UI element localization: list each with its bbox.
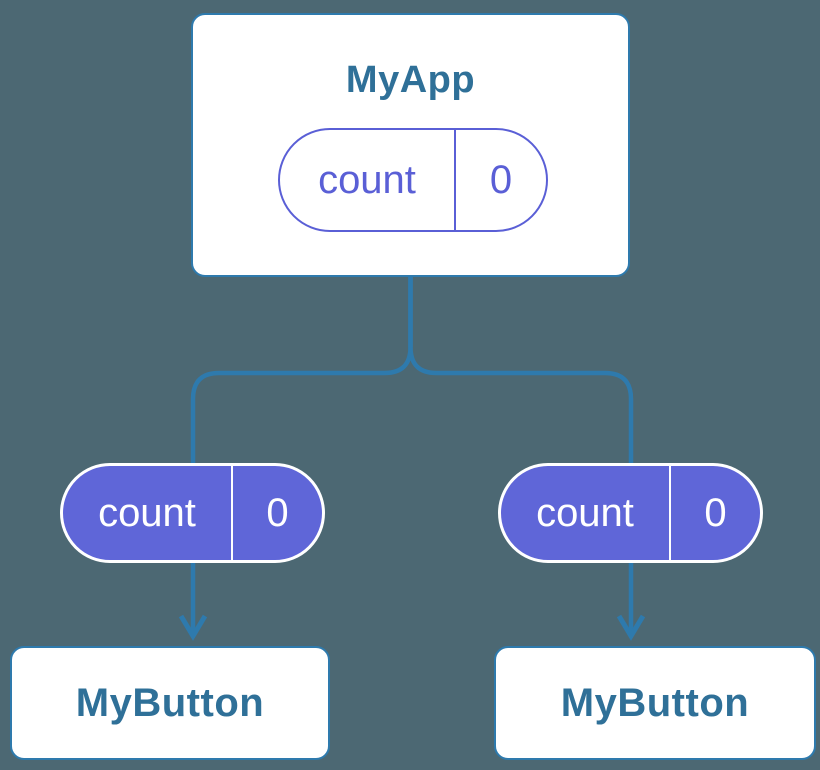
- state-pill-count: count 0: [278, 128, 548, 232]
- connector-branch-right: [408, 275, 634, 465]
- arrow-head-right: [616, 614, 646, 641]
- component-title: MyButton: [75, 680, 265, 725]
- prop-pill-count-left: count 0: [60, 463, 325, 563]
- connector-branch-left: [190, 275, 413, 465]
- component-card-myapp: MyApp: [191, 13, 630, 277]
- component-title: MyApp: [345, 59, 476, 101]
- state-name-label: count: [318, 157, 416, 202]
- component-card-mybutton-right: MyButton: [494, 646, 816, 760]
- arrow-head-left: [178, 614, 208, 641]
- prop-value-label: 0: [231, 466, 322, 560]
- prop-name-label: count: [98, 490, 196, 535]
- component-card-mybutton-left: MyButton: [10, 646, 330, 760]
- prop-pill-count-right: count 0: [498, 463, 763, 563]
- prop-value-label: 0: [669, 466, 760, 560]
- prop-name-label: count: [536, 490, 634, 535]
- state-value-label: 0: [454, 130, 546, 230]
- component-title: MyButton: [560, 680, 750, 725]
